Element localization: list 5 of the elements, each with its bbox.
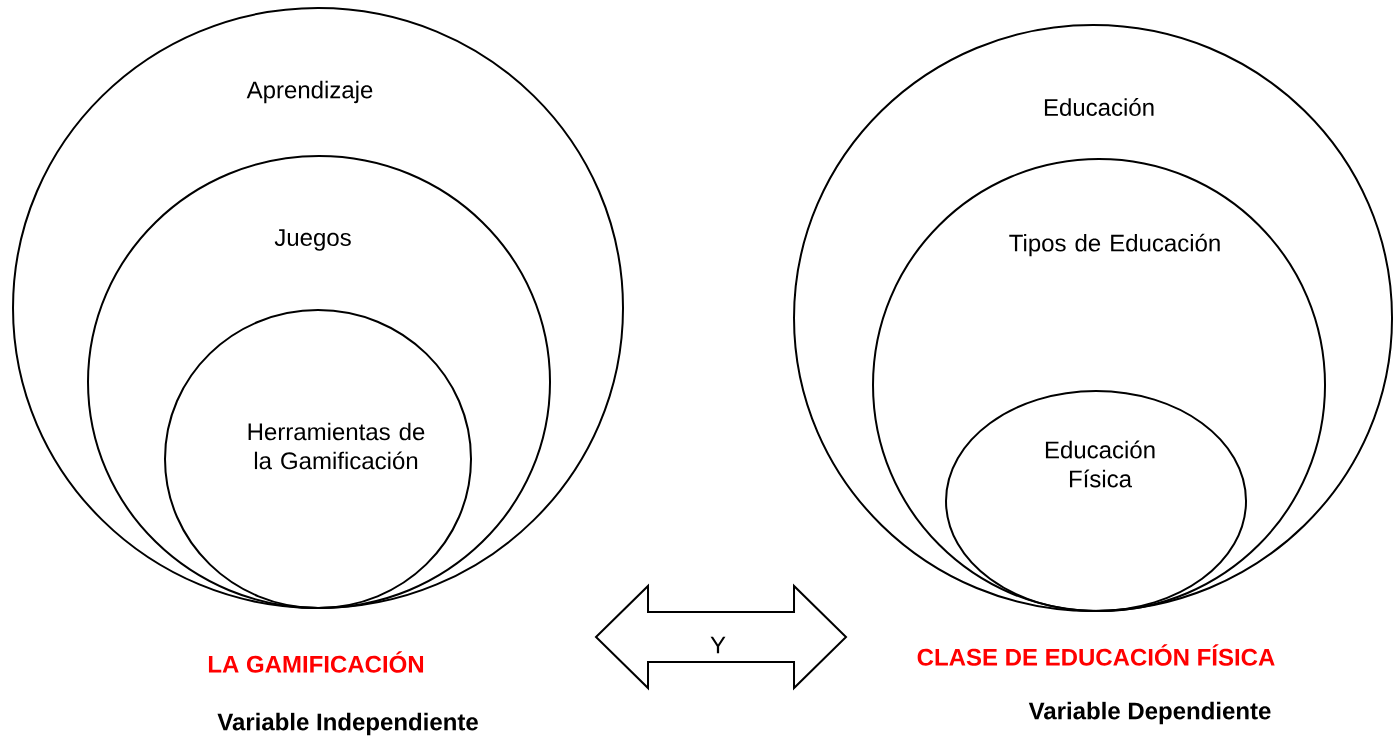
variable-type: Variable Dependiente — [1028, 701, 1271, 725]
variable-title: LA GAMIFICACIÓN — [208, 651, 424, 673]
variable-title: CLASE DE EDUCACIÓN FÍSICA — [917, 644, 1275, 666]
variable-type: Variable Independiente — [217, 712, 478, 736]
edge-label: Y — [710, 636, 726, 654]
